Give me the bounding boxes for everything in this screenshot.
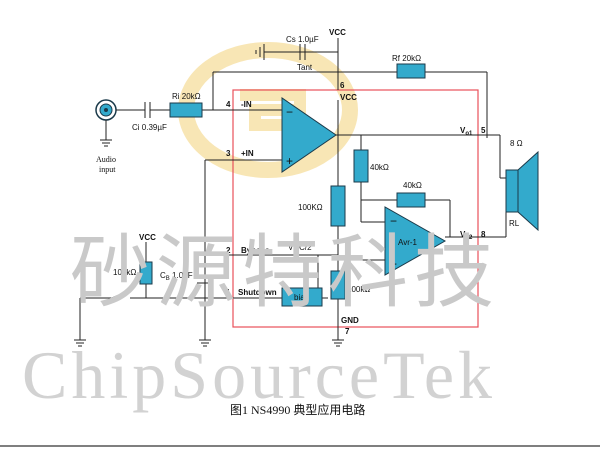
bias-label: bias [294,293,309,302]
vcc-chip-label: VCC [340,93,357,102]
avr-label: Avr-1 [398,238,418,247]
opamp1-minus: − [286,105,293,119]
chip-boundary [232,89,479,328]
speaker [505,150,539,232]
minus-in-label: -IN [241,100,252,109]
opamp-1 [281,97,337,173]
vo1-wiring [336,134,506,179]
figure-caption: 图1 NS4990 典型应用电路 [230,402,365,417]
r40k-horizontal-label: 40kΩ [403,181,422,190]
r100k-low [330,270,346,300]
pin8-label: 8 [481,230,486,239]
vcc-left-label: VCC [139,233,156,242]
shutdown-wiring [74,242,344,347]
ri-label: Ri 20kΩ [172,92,201,101]
r40k-horizontal [396,192,426,208]
pin7-label: 7 [345,327,350,336]
ri-resistor [169,102,203,118]
pin4-label: 4 [226,100,231,109]
opamp2-minus: − [390,214,397,228]
feedback-wiring [212,71,488,138]
pin1-label: 1 [226,288,231,297]
bypass-label: Bypass [241,246,270,255]
pin5-label: 5 [481,126,486,135]
r100k-left-label: 100kΩ [113,268,136,277]
r100k-low-label: 100kΩ [347,285,370,294]
opamp2-plus: + [390,257,397,271]
r100k-mid-label: 100KΩ [298,203,323,212]
plus-in-label: +IN [241,149,254,158]
vcc-half-label: VCC/2 [288,243,312,252]
pin2-label: 2 [226,246,231,255]
shutdown-label: Shutdown [238,288,277,297]
r100k-left [139,261,153,285]
cs-label: Cs 1.0µF [286,35,319,44]
opamp-2 [384,206,447,276]
pin6-label: 6 [340,81,345,90]
r40k-vertical [353,149,369,183]
rl-label: RL [509,219,520,228]
watermark-chinese: 砂源特科技 [70,230,500,318]
rf-resistor [396,63,426,79]
cb-capacitor [197,255,213,347]
opamp1-plus: + [286,154,293,168]
tant-label: Tant [297,63,313,72]
supply-wiring [255,38,339,90]
gnd-symbol [334,342,342,347]
cb-label: CB 1.0µF [160,271,193,282]
r40k-vertical-label: 40kΩ [370,163,389,172]
divider-wiring [205,100,385,340]
vo2-label: Vo2 [460,230,473,241]
speaker-ohm-label: 8 Ω [510,139,523,148]
r100k-mid [330,185,346,227]
ci-label: Ci 0.39µF [132,123,167,132]
rf-label: Rf 20kΩ [392,54,421,63]
input-connector [95,99,117,147]
audio-input-label-2: input [99,165,116,174]
gnd-label: GND [341,316,359,325]
input-wiring [116,102,282,118]
bias-block [281,287,323,307]
vcc-top-label: VCC [329,28,346,37]
opamp2-wiring [360,182,507,238]
vo1-label: Vo1 [460,126,473,137]
watermark-english: ChipSourceTek [22,337,496,413]
pin3-label: 3 [226,149,231,158]
audio-input-label-1: Audio [96,155,116,164]
